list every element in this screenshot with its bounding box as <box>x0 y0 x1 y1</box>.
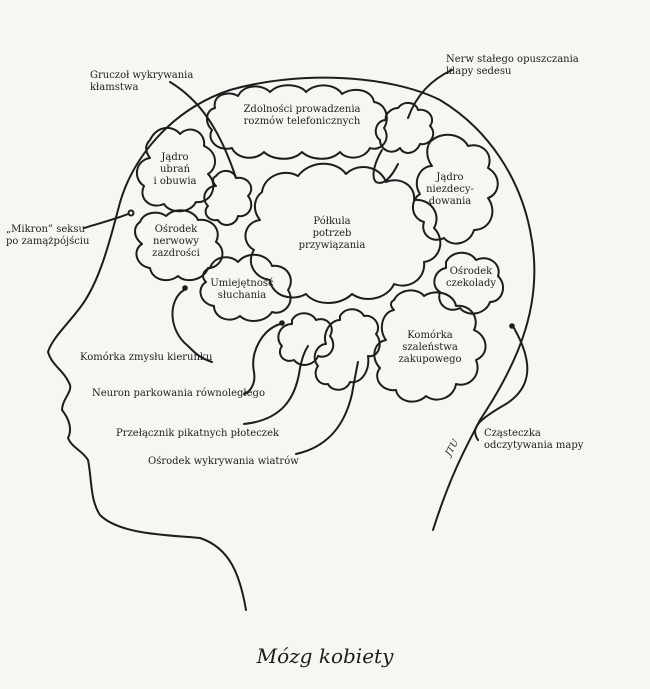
region-chocolate-label: Ośrodek czekolady <box>445 266 497 289</box>
region-listening-shape <box>199 253 292 322</box>
callout-micron: „Mikron” seksu po zamążpójściu <box>6 224 90 247</box>
callout-direction: Komórka zmysłu kierunku <box>80 352 213 363</box>
callout-fences: Przełącznik pikatnych płoteczek <box>116 428 280 439</box>
region-shopping-shape <box>373 289 487 403</box>
region-phone-label: Zdolności prowadzenia rozmów telefoniczn… <box>243 104 361 127</box>
region-phone-shape <box>206 84 388 160</box>
region-clothes-shape <box>135 127 216 213</box>
region-clothes-label: Jądro ubrań i obuwia <box>153 152 197 187</box>
region-hemisphere-shape <box>244 162 442 304</box>
callout-parking: Neuron parkowania równoległego <box>92 388 265 399</box>
leader-seat <box>407 69 453 119</box>
leader-fences <box>243 345 309 425</box>
leader-micron <box>83 213 129 229</box>
parking-dot <box>279 320 285 326</box>
callout-map: Cząsteczka odczytywania mapy <box>484 428 584 451</box>
region-jealousy-label: Ośrodek nerwowy zazdrości <box>152 224 200 259</box>
leader-parking <box>243 323 281 395</box>
figure-caption: Mózg kobiety <box>256 644 394 668</box>
direction-dot <box>182 285 188 291</box>
region-indecision-shape <box>412 133 499 245</box>
region-seat-shape <box>372 102 435 184</box>
region-shopping-label: Komórka szaleństwa zakupowego <box>398 330 462 365</box>
region-hemisphere-label: Półkula potrzeb przywiązania <box>298 216 366 251</box>
region-indecision-label: Jądro niezdecy- dowania <box>426 172 474 207</box>
leader-direction <box>171 289 213 363</box>
leader-winds <box>295 361 359 455</box>
region-fences-shape <box>277 312 335 366</box>
region-lie-shape <box>203 170 253 226</box>
map-dot <box>509 323 515 329</box>
callout-lie-gland: Gruczoł wykrywania kłamstwa <box>90 70 194 93</box>
region-winds-shape <box>313 308 381 391</box>
head-outline <box>47 76 536 611</box>
leader-map <box>474 327 529 441</box>
callout-winds: Ośrodek wykrywania wiatrów <box>148 456 299 467</box>
region-listening-label: Umiejętność słuchania <box>210 278 274 301</box>
leader-lie <box>169 81 237 179</box>
micron-dot <box>127 209 135 217</box>
callout-seat-nerve: Nerw stałego opuszczania klapy sedesu <box>446 54 579 77</box>
